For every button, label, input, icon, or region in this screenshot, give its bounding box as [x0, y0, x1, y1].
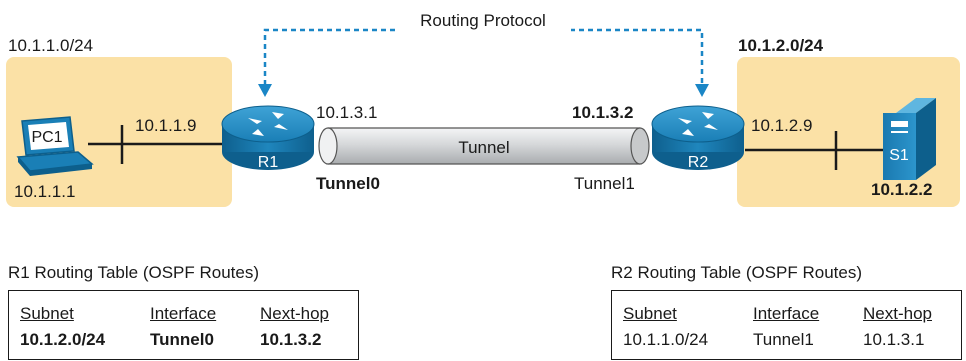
r1-routing-table: Subnet Interface Next-hop 10.1.2.0/24 Tu… [8, 290, 359, 360]
pc-icon [16, 116, 94, 176]
r2-row-subnet: 10.1.1.0/24 [623, 330, 709, 349]
r1-row-nexthop: 10.1.3.2 [260, 330, 322, 349]
r2-row-interface: Tunnel1 [753, 330, 814, 349]
arrowhead-left-icon [258, 84, 272, 97]
r1-header-interface: Interface [150, 304, 217, 323]
tunnel-pipe [318, 127, 650, 165]
tunnel-right-intf: Tunnel1 [574, 174, 635, 193]
r2-header-subnet: Subnet [623, 304, 677, 323]
server-ip: 10.1.2.2 [871, 180, 932, 199]
router-r2-icon [651, 105, 745, 170]
r2-row-nexthop: 10.1.3.1 [863, 330, 925, 349]
arrowhead-right-icon [695, 84, 709, 97]
right-subnet: 10.1.2.0/24 [738, 36, 824, 55]
router-r1-icon [221, 105, 315, 170]
pc-ip: 10.1.1.1 [14, 182, 75, 201]
r1-row-subnet: 10.1.2.0/24 [20, 330, 106, 349]
r1-table-title: R1 Routing Table (OSPF Routes) [8, 263, 260, 282]
routing-protocol-label: Routing Protocol [420, 11, 546, 30]
r1-header-nexthop: Next-hop [260, 304, 329, 323]
left-subnet: 10.1.1.0/24 [8, 36, 93, 55]
r2-routing-table: Subnet Interface Next-hop 10.1.1.0/24 Tu… [611, 290, 962, 360]
tunnel-left-intf: Tunnel0 [316, 174, 380, 193]
r2-header-nexthop: Next-hop [863, 304, 932, 323]
r2-lan-ip: 10.1.2.9 [751, 116, 812, 135]
router-r1-label: R1 [258, 154, 279, 171]
r1-lan-ip: 10.1.1.9 [135, 116, 196, 135]
r2-table-title: R2 Routing Table (OSPF Routes) [611, 263, 863, 282]
r1-header-subnet: Subnet [20, 304, 74, 323]
server-icon [883, 98, 936, 180]
pc-label: PC1 [31, 129, 62, 146]
router-r2-label: R2 [688, 154, 709, 171]
r2-header-interface: Interface [753, 304, 820, 323]
tunnel-label: Tunnel [458, 138, 509, 157]
routing-protocol-arrow [263, 28, 704, 85]
tunnel-right-ip: 10.1.3.2 [572, 103, 633, 122]
tunnel-left-ip: 10.1.3.1 [316, 103, 377, 122]
r1-row-interface: Tunnel0 [150, 330, 214, 349]
server-label: S1 [889, 147, 909, 164]
